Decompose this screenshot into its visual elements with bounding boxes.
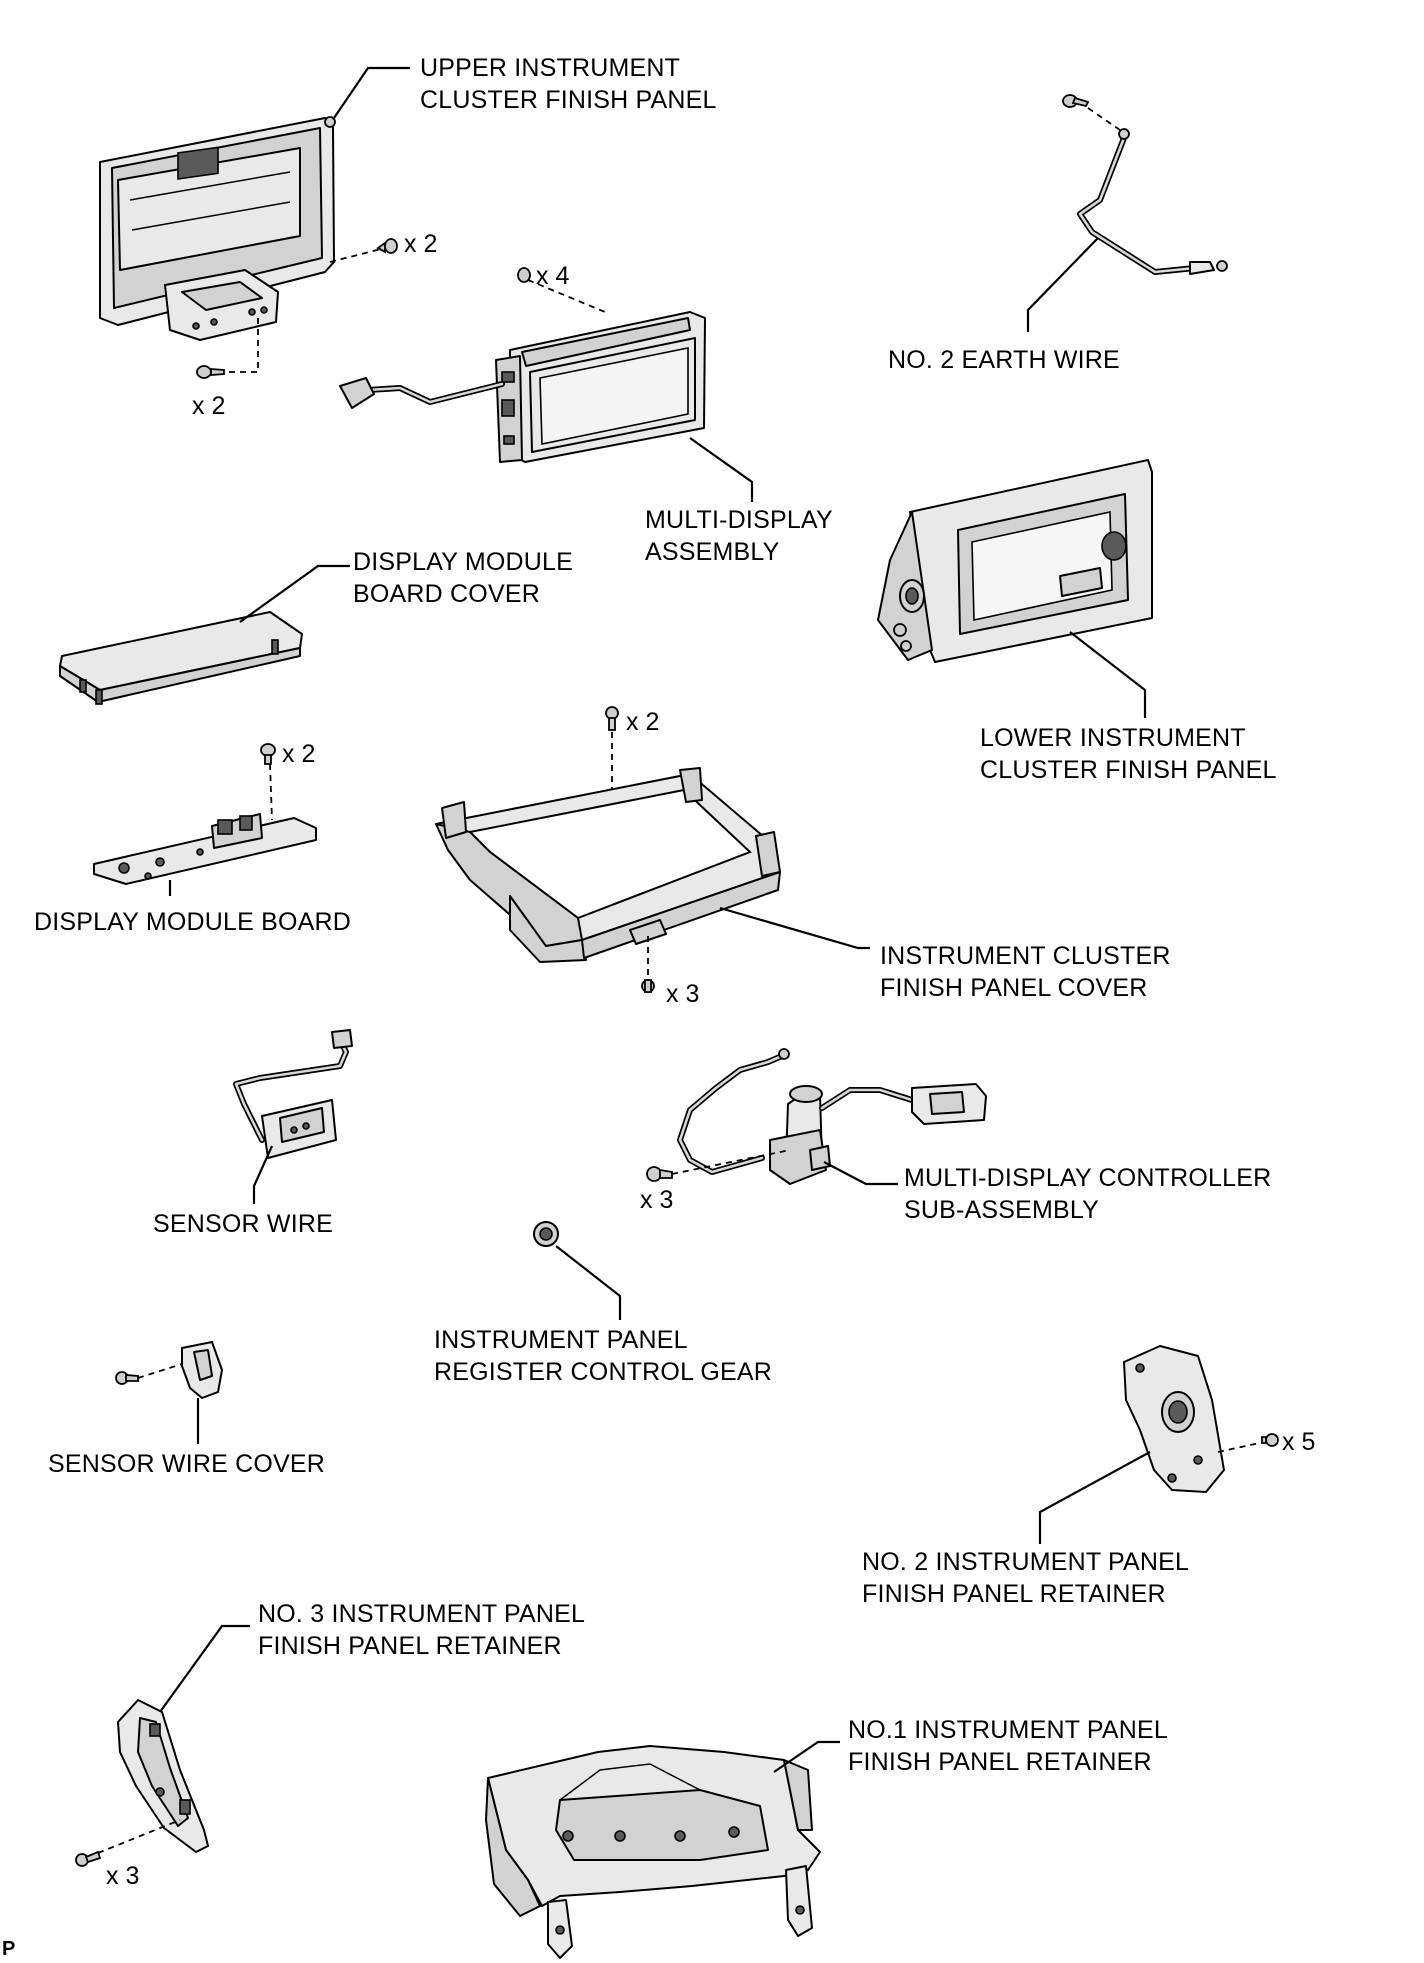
label-line: CLUSTER FINISH PANEL [980, 756, 1277, 784]
label-line: NO. 3 INSTRUMENT PANEL [258, 1600, 586, 1628]
label-sensor-wire-cover: SENSOR WIRE COVER [48, 1448, 325, 1480]
label-instrument-cluster-finish-panel-cover: INSTRUMENT CLUSTER FINISH PANEL COVER [880, 940, 1171, 1004]
multi-display-controller-drawing [646, 1048, 987, 1186]
label-display-module-board-cover: DISPLAY MODULE BOARD COVER [353, 546, 573, 610]
label-no2-instrument-panel-finish-panel-retainer: NO. 2 INSTRUMENT PANEL FINISH PANEL RETA… [862, 1546, 1189, 1610]
label-line: BOARD COVER [353, 580, 540, 608]
label-sensor-wire: SENSOR WIRE [153, 1208, 333, 1240]
label-no2-earth-wire: NO. 2 EARTH WIRE [888, 344, 1120, 376]
upper-instrument-cluster-finish-panel-drawing [99, 66, 410, 341]
label-line: LOWER INSTRUMENT [980, 724, 1246, 752]
label-line: SENSOR WIRE [153, 1210, 333, 1238]
upper-panel-side-screws-drawing [329, 238, 398, 263]
label-line: MULTI-DISPLAY [645, 506, 833, 534]
label-line: FINISH PANEL RETAINER [862, 1580, 1166, 1608]
label-upper-instrument-cluster-finish-panel: UPPER INSTRUMENT CLUSTER FINISH PANEL [420, 52, 717, 116]
qty-no3-retainer-screws: x 3 [106, 1862, 140, 1890]
label-multi-display-assembly: MULTI-DISPLAY ASSEMBLY [645, 504, 833, 568]
qty-upper-panel-bottom-screws: x 2 [192, 392, 226, 420]
display-module-board-cover-drawing [59, 564, 350, 705]
label-lower-instrument-cluster-finish-panel: LOWER INSTRUMENT CLUSTER FINISH PANEL [980, 722, 1277, 786]
label-line: INSTRUMENT CLUSTER [880, 942, 1171, 970]
no1-retainer-drawing [485, 1740, 840, 1959]
label-line: FINISH PANEL RETAINER [848, 1748, 1152, 1776]
label-line: REGISTER CONTROL GEAR [434, 1358, 773, 1386]
label-no3-instrument-panel-finish-panel-retainer: NO. 3 INSTRUMENT PANEL FINISH PANEL RETA… [258, 1598, 585, 1662]
corner-reference-mark: P [2, 1938, 16, 1960]
no3-retainer-drawing [75, 1624, 250, 1867]
qty-cover-top-screws: x 2 [626, 708, 660, 736]
qty-board-screws: x 2 [282, 740, 316, 768]
label-display-module-board: DISPLAY MODULE BOARD [34, 906, 351, 938]
no2-retainer-drawing [1038, 1345, 1279, 1544]
upper-panel-bottom-screws-drawing [196, 318, 259, 379]
qty-cover-bottom-screws: x 3 [666, 980, 700, 1008]
display-module-board-drawing [93, 743, 317, 896]
label-line: UPPER INSTRUMENT [420, 54, 681, 82]
register-control-gear-drawing [533, 1221, 622, 1320]
label-line: INSTRUMENT PANEL [434, 1326, 688, 1354]
instrument-cluster-finish-panel-cover-drawing [435, 706, 870, 993]
label-line: NO.1 INSTRUMENT PANEL [848, 1716, 1168, 1744]
label-line: ASSEMBLY [645, 538, 780, 566]
label-line: DISPLAY MODULE [353, 548, 573, 576]
label-instrument-panel-register-control-gear: INSTRUMENT PANEL REGISTER CONTROL GEAR [434, 1324, 772, 1388]
label-multi-display-controller-sub-assembly: MULTI-DISPLAY CONTROLLER SUB-ASSEMBLY [904, 1162, 1271, 1226]
multi-display-assembly-drawing [339, 267, 754, 502]
sensor-wire-cover-drawing [115, 1341, 223, 1444]
label-no1-instrument-panel-finish-panel-retainer: NO.1 INSTRUMENT PANEL FINISH PANEL RETAI… [848, 1714, 1168, 1778]
qty-multi-display-screws: x 4 [536, 262, 570, 290]
qty-controller-screws: x 3 [640, 1186, 674, 1214]
sensor-wire-drawing [233, 1029, 353, 1204]
qty-no2-retainer-screws: x 5 [1282, 1428, 1316, 1456]
label-line: FINISH PANEL RETAINER [258, 1632, 562, 1660]
label-line: MULTI-DISPLAY CONTROLLER [904, 1164, 1272, 1192]
lower-instrument-cluster-finish-panel-drawing [877, 459, 1153, 718]
label-line: NO. 2 INSTRUMENT PANEL [862, 1548, 1190, 1576]
label-line: SUB-ASSEMBLY [904, 1196, 1100, 1224]
label-line: SENSOR WIRE COVER [48, 1450, 326, 1478]
qty-upper-panel-side-screws: x 2 [404, 230, 438, 258]
label-line: DISPLAY MODULE BOARD [34, 908, 352, 936]
label-line: NO. 2 EARTH WIRE [888, 346, 1120, 374]
label-line: FINISH PANEL COVER [880, 974, 1148, 1002]
label-line: CLUSTER FINISH PANEL [420, 86, 717, 114]
no2-earth-wire-drawing [1026, 94, 1228, 332]
